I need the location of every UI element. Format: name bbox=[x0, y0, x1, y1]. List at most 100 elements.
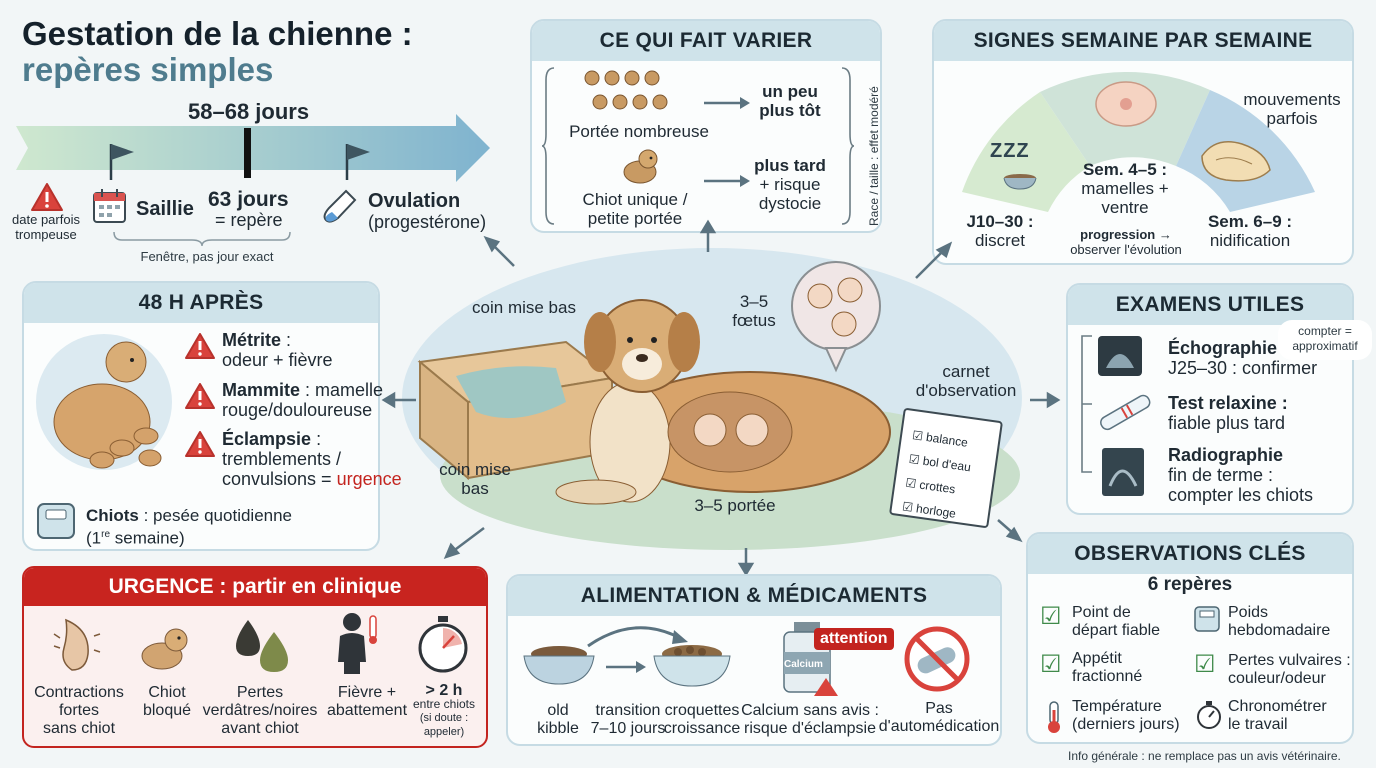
window-label: Fenêtre, pas jour exact bbox=[140, 249, 274, 264]
alim-panel: ALIMENTATION & MÉDICAMENTS bbox=[506, 574, 1002, 746]
bracket-icon bbox=[1081, 335, 1092, 473]
thermometer-icon bbox=[1048, 701, 1060, 733]
chiots-text: Chiots : pesée quotidienne(1re semaine) bbox=[86, 506, 293, 548]
urgence-panel: URGENCE : partir en clinique bbox=[22, 566, 488, 748]
apres-title: 48 H APRÈS bbox=[24, 283, 378, 323]
arrow-icon bbox=[704, 175, 750, 187]
stopwatch-icon bbox=[1197, 701, 1221, 729]
calendar-icon bbox=[93, 189, 126, 223]
litter-label: Portée nombreuse bbox=[569, 122, 709, 141]
flag-icon bbox=[109, 144, 134, 180]
check-icon: ☑ bbox=[1040, 603, 1062, 630]
dog-icon bbox=[555, 299, 891, 505]
center-days: 63 jours bbox=[208, 188, 289, 211]
timeline-marker bbox=[244, 128, 251, 178]
center-sub: = repère bbox=[215, 210, 283, 230]
s45-label: Sem. 4–5 :mamelles +ventre bbox=[1081, 160, 1169, 218]
puppy-icon bbox=[141, 628, 188, 670]
relax-text: Test relaxine :fiable plus tard bbox=[1168, 393, 1288, 434]
ovulation-label: Ovulation bbox=[368, 190, 461, 212]
whelping-box-icon bbox=[417, 340, 615, 481]
check-icon: ☑ bbox=[1040, 651, 1062, 678]
single-label: Chiot unique /petite portée bbox=[582, 190, 688, 229]
metrite-text: Métrite :odeur + fièvre bbox=[222, 330, 333, 371]
stopwatch-icon bbox=[418, 616, 468, 673]
sick-person-icon bbox=[338, 613, 377, 674]
calcium-bottle-label: Calcium bbox=[784, 659, 823, 670]
calcium-text: Calcium sans avis :risque d'éclampsie bbox=[741, 702, 879, 737]
mother-dog-icon bbox=[36, 334, 172, 470]
warning-icon bbox=[185, 431, 215, 457]
ultrasound-icon bbox=[1098, 336, 1142, 376]
xray-icon bbox=[1102, 448, 1144, 496]
s69-label: Sem. 6–9 :nidification bbox=[1207, 212, 1293, 251]
varier-panel: CE QUI FAIT VARIER bbox=[530, 19, 882, 233]
foetus-bubble-icon bbox=[791, 261, 881, 373]
compter-bubble: compter =approximatif bbox=[1278, 320, 1372, 360]
nest-icon bbox=[1201, 141, 1271, 182]
timeline-arrow bbox=[16, 114, 490, 182]
drops-icon bbox=[236, 620, 288, 672]
check-icon: ☑ bbox=[1194, 651, 1216, 678]
urgence-title: URGENCE : partir en clinique bbox=[24, 568, 486, 606]
brace-right bbox=[841, 67, 855, 225]
bowl-icon bbox=[523, 646, 595, 685]
attention-badge: attention bbox=[814, 628, 894, 650]
alim-title: ALIMENTATION & MÉDICAMENTS bbox=[508, 576, 1000, 616]
flag-icon bbox=[345, 144, 370, 180]
carnet-notebook: ☑ balance ☑ bol d'eau ☑ crottes ☑ horlog… bbox=[888, 407, 1004, 529]
warning-icon bbox=[185, 383, 215, 409]
arrow-icon bbox=[704, 97, 750, 109]
coin-label-1: coin mise bas bbox=[472, 298, 576, 317]
saillie-label: Saillie bbox=[136, 198, 194, 220]
test-strip-icon bbox=[1100, 394, 1151, 431]
warning-icon bbox=[185, 333, 215, 359]
obs-item: Pertes vulvaires :couleur/odeur bbox=[1228, 652, 1351, 687]
puppies-icon bbox=[584, 70, 668, 110]
scale-icon bbox=[37, 503, 75, 539]
zzz-text: ZZZ bbox=[990, 140, 1030, 162]
examens-title: EXAMENS UTILES bbox=[1068, 285, 1352, 325]
page-subtitle: repères simples bbox=[22, 51, 274, 88]
scale-icon bbox=[1194, 606, 1220, 632]
page-title: Gestation de la chienne : bbox=[22, 15, 413, 52]
obs-item: Température(derniers jours) bbox=[1072, 698, 1180, 733]
obs-panel: OBSERVATIONS CLÉS bbox=[1026, 532, 1354, 744]
warning-icon bbox=[31, 183, 63, 211]
varier-title: CE QUI FAIT VARIER bbox=[532, 21, 880, 61]
timeline-range: 58–68 jours bbox=[188, 99, 310, 124]
brace-left bbox=[541, 67, 555, 225]
breast-icon bbox=[1095, 81, 1157, 127]
portee-label: 3–5 portée bbox=[694, 496, 776, 515]
puppy-icon bbox=[623, 149, 658, 184]
urgence-item: Fièvre +abattement bbox=[326, 684, 408, 719]
arrow-icon bbox=[606, 661, 646, 673]
progression-label: progression →observer l'évolution bbox=[1070, 227, 1182, 257]
obs-sub: 6 repères bbox=[1147, 574, 1233, 595]
j1030-label: J10–30 :discret bbox=[966, 212, 1034, 251]
eclampsie-text: Éclampsie :tremblements /convulsions = u… bbox=[222, 429, 402, 490]
no-medication-icon bbox=[904, 626, 970, 692]
contraction-icon bbox=[53, 618, 101, 671]
